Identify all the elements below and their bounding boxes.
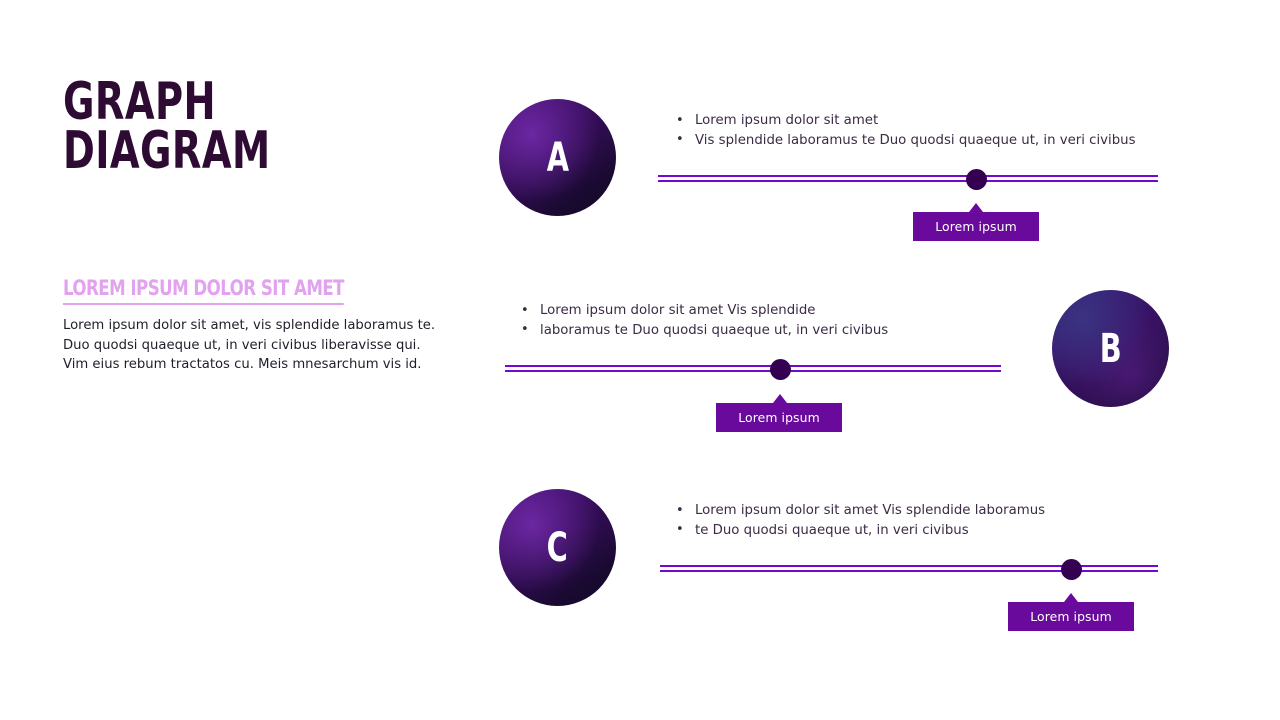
node-letter-c: C: [546, 524, 569, 571]
track-line-top: [505, 365, 1001, 367]
tooltip-arrow-icon: [969, 203, 983, 212]
page-title: GRAPH DIAGRAM: [63, 72, 271, 181]
list-item: Lorem ipsum dolor sit amet Vis splendide: [518, 301, 888, 321]
tooltip-label: Lorem ipsum: [1030, 609, 1112, 624]
section-body-text: Lorem ipsum dolor sit amet, vis splendid…: [63, 318, 436, 372]
slider-tooltip-b: Lorem ipsum: [716, 394, 842, 432]
tooltip-arrow-icon: [773, 394, 787, 403]
slider-track-b[interactable]: [505, 358, 1001, 380]
left-panel: GRAPH DIAGRAM: [63, 72, 443, 181]
bullet-list-a: Lorem ipsum dolor sit amet Vis splendide…: [673, 111, 1136, 150]
node-letter-b: B: [1099, 325, 1122, 372]
track-line-bottom: [660, 570, 1158, 572]
bullet-list-b: Lorem ipsum dolor sit amet Vis splendide…: [518, 301, 888, 340]
track-line-top: [660, 565, 1158, 567]
node-circle-b[interactable]: B: [1052, 290, 1169, 407]
slider-knob-a[interactable]: [965, 168, 987, 190]
tooltip-label: Lorem ipsum: [935, 219, 1017, 234]
track-line-bottom: [658, 180, 1158, 182]
bullet-list-c: Lorem ipsum dolor sit amet Vis splendide…: [673, 501, 1045, 540]
track-line-bottom: [505, 370, 1001, 372]
node-letter-a: A: [546, 134, 569, 181]
tooltip-label: Lorem ipsum: [738, 410, 820, 425]
node-circle-c[interactable]: C: [499, 489, 616, 606]
section-subtitle: LOREM IPSUM DOLOR SIT AMET: [63, 276, 345, 305]
list-item: Lorem ipsum dolor sit amet: [673, 111, 1136, 131]
tooltip-arrow-icon: [1064, 593, 1078, 602]
node-circle-a[interactable]: A: [499, 99, 616, 216]
slider-knob-b[interactable]: [769, 358, 791, 380]
slider-knob-c[interactable]: [1060, 558, 1082, 580]
track-line-top: [658, 175, 1158, 177]
slider-track-a[interactable]: [658, 168, 1158, 190]
slider-track-c[interactable]: [660, 558, 1158, 580]
slider-tooltip-c: Lorem ipsum: [1008, 593, 1134, 631]
list-item: laboramus te Duo quodsi quaeque ut, in v…: [518, 320, 888, 341]
list-item: Vis splendide laboramus te Duo quodsi qu…: [673, 130, 1136, 151]
slider-tooltip-a: Lorem ipsum: [913, 203, 1039, 241]
list-item: Lorem ipsum dolor sit amet Vis splendide…: [673, 501, 1045, 521]
list-item: te Duo quodsi quaeque ut, in veri civibu…: [673, 520, 1045, 541]
